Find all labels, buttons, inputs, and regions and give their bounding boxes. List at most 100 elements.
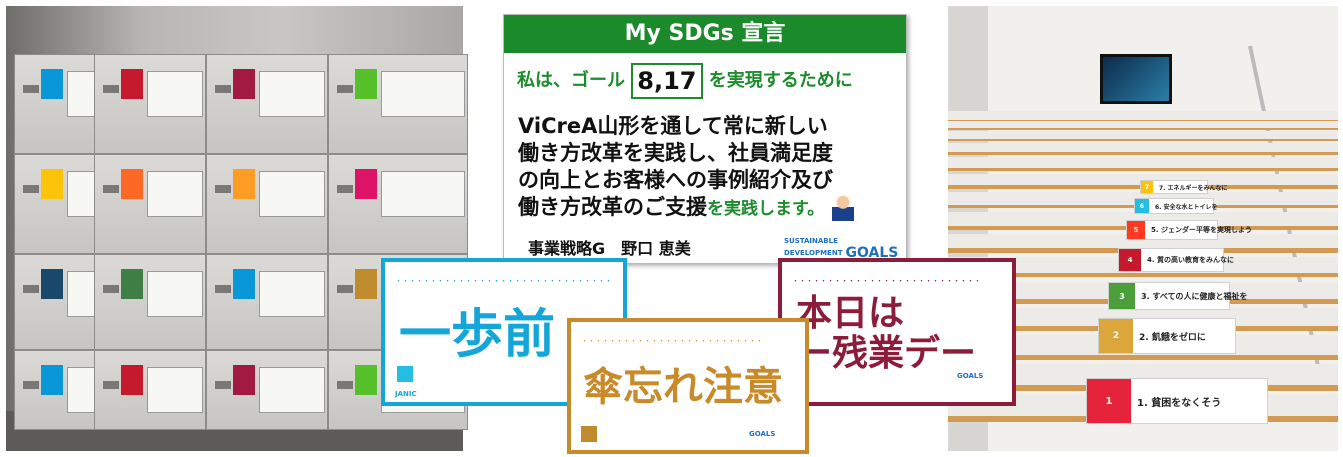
stair-sign-text: 4. 質の高い教育をみんなに xyxy=(1147,256,1234,264)
sdg-goal-number-icon: 1 xyxy=(1087,379,1131,423)
stair-tread xyxy=(948,354,1338,361)
poster-top-text: ・・・・・・・・・・・・・・・・・・・・・・・・・・・ xyxy=(792,277,981,285)
stair-riser xyxy=(948,157,1338,168)
locker-door xyxy=(14,350,98,430)
sdg-goal-icon xyxy=(41,269,63,299)
stair-sdg-sign: 4 4. 質の高い教育をみんなに xyxy=(1118,248,1234,272)
locker-handle xyxy=(215,381,231,389)
sdg-goal-icon xyxy=(355,169,377,199)
locker-note-card xyxy=(259,171,325,217)
sdg-goal-icon xyxy=(41,169,63,199)
stair-riser xyxy=(948,120,1338,128)
stair-riser xyxy=(948,130,1338,139)
stair-riser xyxy=(948,111,1338,116)
locker-handle xyxy=(103,381,119,389)
locker-handle xyxy=(103,185,119,193)
goal-suffix: を実現するために xyxy=(708,70,853,91)
locker-door xyxy=(206,154,328,254)
goal-numbers: 8,17 xyxy=(631,63,703,99)
locker-note-card xyxy=(259,71,325,117)
locker-handle xyxy=(23,85,39,93)
stair-riser xyxy=(948,307,1338,326)
locker-note-card xyxy=(147,271,203,317)
locker-handle xyxy=(23,185,39,193)
poster-footer-logo: GOALS xyxy=(957,372,984,380)
locker-note-card xyxy=(381,71,465,117)
locker-handle xyxy=(215,185,231,193)
locker-handle xyxy=(215,285,231,293)
locker-door xyxy=(94,54,206,154)
poster-umbrella: ・・・・・・・・・・・・・・・・・・・・・・・・・・ 傘忘れ注意 GOALS xyxy=(567,318,809,454)
locker-handle xyxy=(337,185,353,193)
sdg-goal-number-icon: 4 xyxy=(1119,249,1141,271)
poster-top-text: ・・・・・・・・・・・・・・・・・・・・・・・・・・ xyxy=(581,337,763,345)
sdg-goal-icon xyxy=(41,69,63,99)
stair-riser xyxy=(948,142,1338,153)
sdgs-declaration-card: My SDGs 宣言 私は、ゴール 8,17 を実現するために ViCreA山形… xyxy=(503,14,907,266)
stair-sign-text: 6. 安全な水とトイレを xyxy=(1155,203,1218,211)
locker-note-card xyxy=(147,367,203,413)
stair-sign-text: 1. 貧困をなくそう xyxy=(1137,397,1222,409)
sdg-goal-icon xyxy=(121,69,143,99)
locker-handle xyxy=(337,381,353,389)
locker-note-card xyxy=(259,271,325,317)
poster-headline: 一歩前 xyxy=(399,305,556,365)
sdg-goal-number-icon: 6 xyxy=(1135,199,1149,213)
locker-door xyxy=(14,254,98,350)
poster-footer-logo: GOALS xyxy=(749,430,776,438)
body-line: 働き方改革のご支援を実践します。 xyxy=(518,194,888,223)
locker-note-card xyxy=(381,171,465,217)
locker-note-card xyxy=(67,367,95,413)
stair-sdg-sign: 3 3. すべての人に健康と福祉を xyxy=(1108,282,1248,310)
stair-tread xyxy=(948,272,1338,278)
tv-screen xyxy=(1100,54,1172,104)
sdg-goal-icon xyxy=(355,69,377,99)
locker-door xyxy=(206,254,328,350)
sdg-goal-12-icon xyxy=(581,426,597,442)
stair-tread xyxy=(948,138,1338,142)
closing-text: を実践します。 xyxy=(707,199,825,219)
body-line: の向上とお客様への事例紹介及び xyxy=(518,168,833,192)
locker-handle xyxy=(23,381,39,389)
locker-door xyxy=(328,154,468,254)
sdg-goal-number-icon: 3 xyxy=(1109,283,1135,309)
locker-handle xyxy=(103,285,119,293)
sdg-goal-number-icon: 2 xyxy=(1099,319,1133,353)
locker-door xyxy=(94,154,206,254)
stair-sdg-sign: 1 1. 貧困をなくそう xyxy=(1086,378,1268,424)
sdg-goal-icon xyxy=(355,365,377,395)
locker-door xyxy=(206,54,328,154)
stair-sdg-sign: 6 6. 安全な水とトイレを xyxy=(1134,198,1218,214)
stair-tread xyxy=(948,152,1338,155)
locker-handle xyxy=(23,285,39,293)
locker-note-card xyxy=(67,71,95,117)
sdg-goal-icon xyxy=(121,169,143,199)
stair-sign-text: 7. エネルギーをみんなに xyxy=(1159,184,1228,192)
stair-riser xyxy=(948,211,1338,226)
sdg-goal-icon xyxy=(121,365,143,395)
stair-tread xyxy=(948,167,1338,171)
sdg-goal-icon xyxy=(233,69,255,99)
locker-note-card xyxy=(67,271,95,317)
locker-note-card xyxy=(67,171,95,217)
locker-note-card xyxy=(147,71,203,117)
locker-handle xyxy=(337,85,353,93)
sdg-goal-icon xyxy=(41,365,63,395)
sdg-goal-icon xyxy=(233,169,255,199)
sdg-goal-number-icon: 7 xyxy=(1141,181,1153,193)
goal-prefix: 私は、ゴール xyxy=(517,70,625,91)
stair-riser xyxy=(948,233,1338,249)
stair-sign-text: 3. すべての人に健康と福祉を xyxy=(1141,291,1248,301)
locker-note-card xyxy=(147,171,203,217)
stair-sdg-sign: 7 7. エネルギーをみんなに xyxy=(1140,180,1228,194)
poster-headline-1: 本日は xyxy=(796,293,905,334)
locker-door xyxy=(14,154,98,254)
poster-headline: 傘忘れ注意 xyxy=(583,364,783,410)
stair-tread xyxy=(948,127,1338,130)
locker-door xyxy=(14,54,98,154)
stair-riser xyxy=(948,173,1338,186)
poster-headline-2: ー残業デー xyxy=(796,333,977,374)
stair-riser xyxy=(948,114,1338,120)
